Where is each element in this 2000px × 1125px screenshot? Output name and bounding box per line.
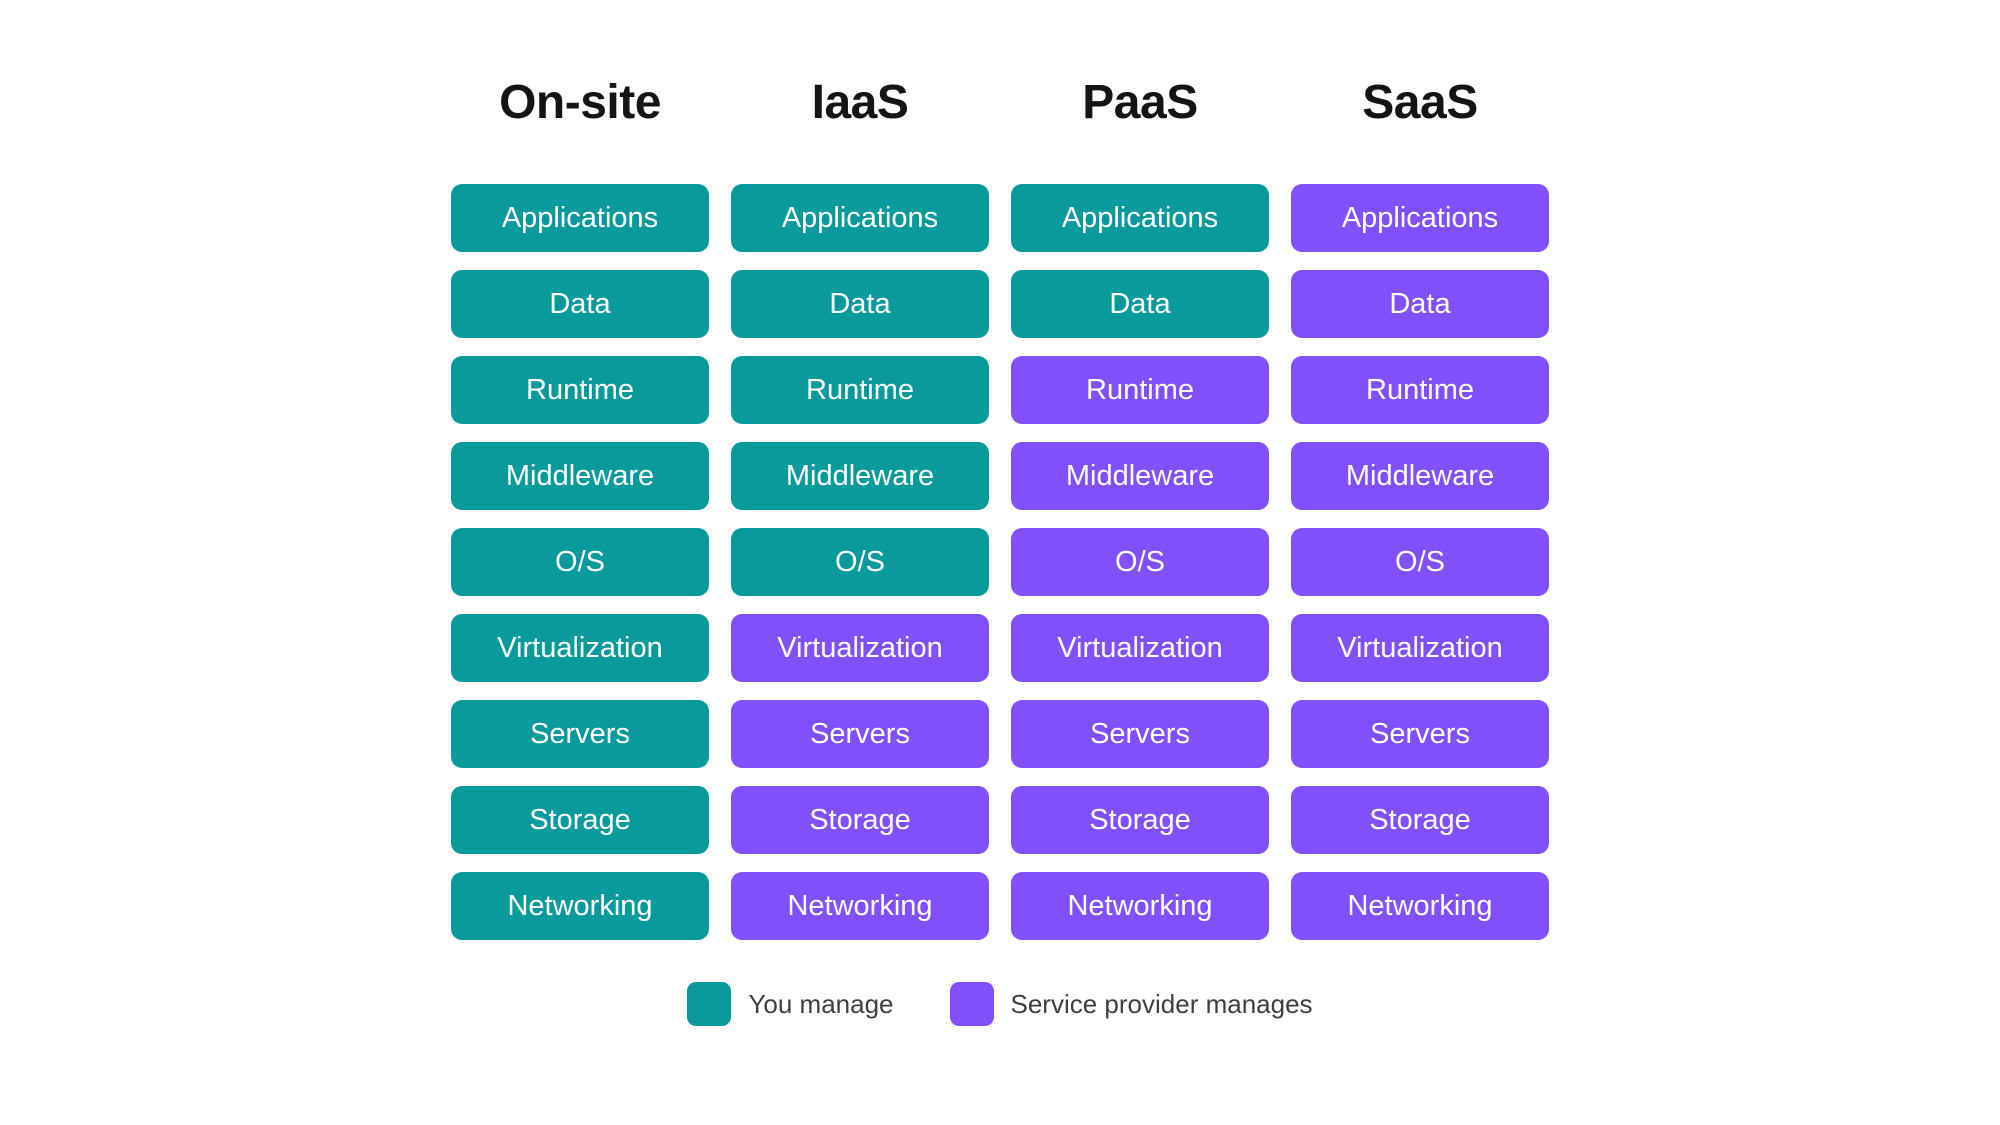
legend-label-service-provider-manages: Service provider manages xyxy=(1010,988,1313,1019)
legend-swatch-service-provider-manages xyxy=(949,982,994,1026)
cell-paas-o-s: O/S xyxy=(1011,528,1269,596)
cell-saas-virtualization: Virtualization xyxy=(1291,614,1549,682)
cell-saas-runtime: Runtime xyxy=(1291,356,1549,424)
cell-saas-servers: Servers xyxy=(1291,700,1549,768)
legend-item-service-provider-manages: Service provider manages xyxy=(949,982,1313,1026)
column-title-on-site: On-site xyxy=(499,76,661,129)
cell-iaas-storage: Storage xyxy=(731,786,989,854)
cell-on-site-networking: Networking xyxy=(451,872,709,940)
legend: You manage Service provider manages xyxy=(687,982,1313,1026)
cell-saas-o-s: O/S xyxy=(1291,528,1549,596)
cell-paas-middleware: Middleware xyxy=(1011,442,1269,510)
cell-saas-networking: Networking xyxy=(1291,872,1549,940)
cell-on-site-o-s: O/S xyxy=(451,528,709,596)
cell-paas-storage: Storage xyxy=(1011,786,1269,854)
cell-iaas-data: Data xyxy=(731,270,989,338)
cell-saas-middleware: Middleware xyxy=(1291,442,1549,510)
cell-paas-runtime: Runtime xyxy=(1011,356,1269,424)
cell-on-site-servers: Servers xyxy=(451,700,709,768)
cell-on-site-runtime: Runtime xyxy=(451,356,709,424)
cell-on-site-data: Data xyxy=(451,270,709,338)
legend-swatch-you-manage xyxy=(687,982,732,1026)
cell-iaas-networking: Networking xyxy=(731,872,989,940)
legend-label-you-manage: You manage xyxy=(748,988,894,1019)
column-title-saas: SaaS xyxy=(1362,76,1478,129)
cell-on-site-storage: Storage xyxy=(451,786,709,854)
cell-saas-applications: Applications xyxy=(1291,184,1549,252)
cell-iaas-middleware: Middleware xyxy=(731,442,989,510)
cell-on-site-middleware: Middleware xyxy=(451,442,709,510)
cell-iaas-o-s: O/S xyxy=(731,528,989,596)
cell-iaas-virtualization: Virtualization xyxy=(731,614,989,682)
column-title-paas: PaaS xyxy=(1082,76,1198,129)
cell-paas-virtualization: Virtualization xyxy=(1011,614,1269,682)
legend-item-you-manage: You manage xyxy=(687,982,894,1026)
cell-paas-data: Data xyxy=(1011,270,1269,338)
column-title-iaas: IaaS xyxy=(811,76,909,129)
cell-iaas-servers: Servers xyxy=(731,700,989,768)
cell-on-site-virtualization: Virtualization xyxy=(451,614,709,682)
cell-iaas-applications: Applications xyxy=(731,184,989,252)
cell-paas-applications: Applications xyxy=(1011,184,1269,252)
cell-paas-servers: Servers xyxy=(1011,700,1269,768)
cell-on-site-applications: Applications xyxy=(451,184,709,252)
cell-iaas-runtime: Runtime xyxy=(731,356,989,424)
cell-saas-storage: Storage xyxy=(1291,786,1549,854)
cell-paas-networking: Networking xyxy=(1011,872,1269,940)
cell-saas-data: Data xyxy=(1291,270,1549,338)
